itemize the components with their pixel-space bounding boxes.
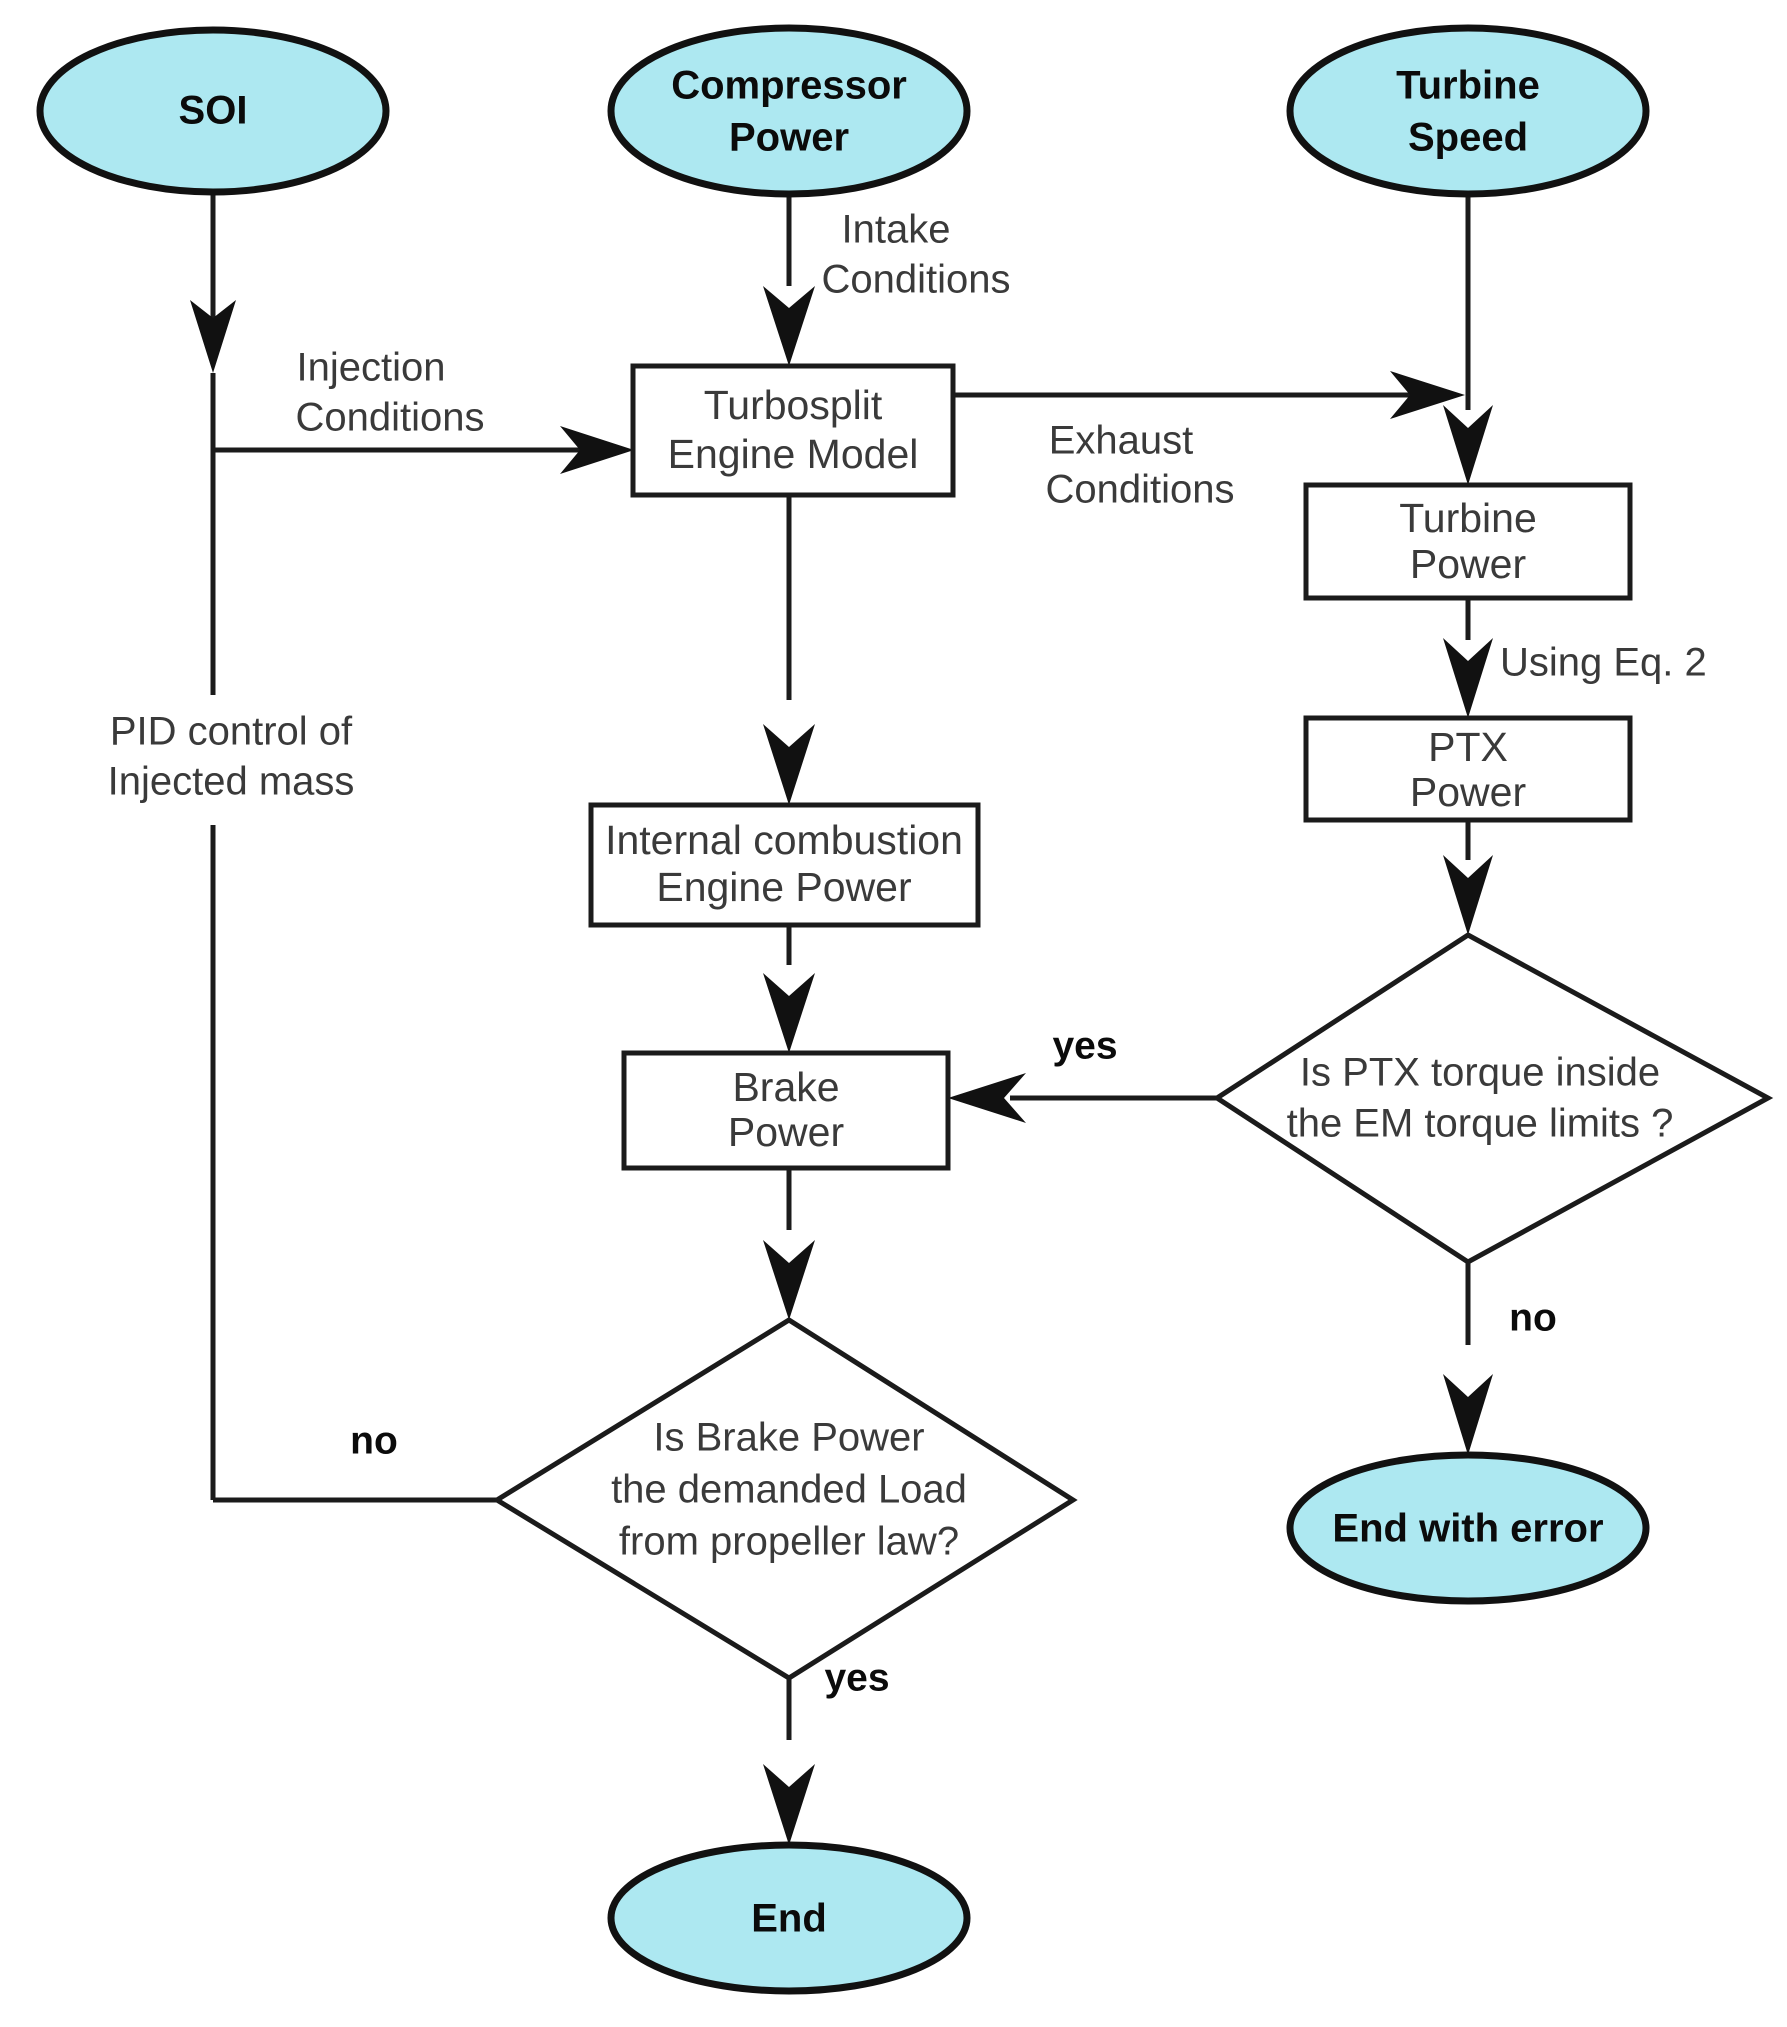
edge-label-exhaust-line1: Exhaust bbox=[1049, 419, 1194, 463]
node-ptx-power[interactable]: PTX Power bbox=[1303, 715, 1633, 823]
end-with-error-label: End with error bbox=[1332, 1507, 1603, 1551]
soi-ellipse bbox=[36, 26, 390, 196]
node-ice-power[interactable]: Internal combustion Engine Power bbox=[588, 802, 981, 928]
arrowhead-ice-to-brake bbox=[763, 973, 815, 1053]
arrowhead-turbine-to-ptx bbox=[1443, 638, 1493, 718]
arrowhead-ptx-no-down bbox=[1443, 1374, 1493, 1455]
brake-load-label-line1: Is Brake Power bbox=[653, 1416, 924, 1460]
compressor-power-label-line2: Power bbox=[729, 116, 849, 160]
node-turbosplit-engine-model[interactable]: Turbosplit Engine Model bbox=[630, 363, 956, 498]
brake-load-diamond bbox=[492, 1317, 1078, 1681]
end-with-error-ellipse bbox=[1286, 1451, 1650, 1605]
arrowhead-compressor-down bbox=[763, 286, 815, 366]
node-decision-brake-load[interactable]: Is Brake Power the demanded Load from pr… bbox=[492, 1317, 1078, 1681]
brake-power-box bbox=[621, 1050, 951, 1171]
ice-power-box bbox=[588, 802, 981, 928]
arrowhead-turbosplit-to-ice bbox=[763, 724, 815, 805]
node-turbine-speed[interactable]: Turbine Speed bbox=[1286, 24, 1650, 198]
edge-label-injection-line1: Injection bbox=[297, 346, 446, 390]
branch-label-brake-no: no bbox=[350, 1419, 398, 1462]
node-end[interactable]: End bbox=[607, 1841, 971, 1995]
node-soi[interactable]: SOI bbox=[36, 26, 390, 196]
edge-label-intake-line1: Intake bbox=[842, 208, 951, 252]
turbosplit-label-line1: Turbosplit bbox=[704, 382, 883, 428]
turbosplit-box bbox=[630, 363, 956, 498]
ptx-power-label-line2: Power bbox=[1410, 769, 1526, 815]
brake-load-label-line2: the demanded Load bbox=[611, 1468, 967, 1512]
arrowhead-exhaust-conditions bbox=[1390, 371, 1465, 419]
branch-label-ptx-yes: yes bbox=[1052, 1024, 1117, 1067]
ptx-power-box bbox=[1303, 715, 1633, 823]
arrowhead-ptx-to-decision bbox=[1443, 855, 1493, 935]
turbine-power-label-line2: Power bbox=[1410, 541, 1526, 587]
node-decision-ptx-torque[interactable]: Is PTX torque inside the EM torque limit… bbox=[1212, 932, 1774, 1265]
ptx-torque-diamond bbox=[1212, 932, 1774, 1265]
branch-label-brake-yes: yes bbox=[824, 1656, 889, 1699]
turbine-speed-label-line1: Turbine bbox=[1396, 64, 1540, 108]
brake-load-label-line3: from propeller law? bbox=[619, 1520, 959, 1564]
edge-label-pid-line2: Injected mass bbox=[108, 760, 355, 804]
edge-label-injection-line2: Conditions bbox=[295, 396, 484, 440]
ptx-torque-label-line2: the EM torque limits ? bbox=[1287, 1102, 1674, 1146]
edge-label-exhaust-line2: Conditions bbox=[1045, 468, 1234, 512]
ptx-torque-label-line1: Is PTX torque inside bbox=[1300, 1051, 1660, 1095]
end-ellipse bbox=[607, 1841, 971, 1995]
brake-power-label-line1: Brake bbox=[732, 1064, 839, 1110]
arrowhead-injection-to-turbosplit bbox=[560, 426, 634, 474]
compressor-power-ellipse bbox=[607, 24, 971, 198]
edge-label-pid-line1: PID control of bbox=[110, 710, 353, 754]
edge-label-using-eq2: Using Eq. 2 bbox=[1500, 641, 1707, 685]
arrowhead-brake-yes-down bbox=[763, 1764, 815, 1845]
node-compressor-power[interactable]: Compressor Power bbox=[607, 24, 971, 198]
ptx-power-label-line1: PTX bbox=[1428, 724, 1508, 770]
arrowhead-ptx-yes-to-brake bbox=[948, 1073, 1026, 1123]
edge-label-intake-line2: Conditions bbox=[821, 258, 1010, 302]
soi-label: SOI bbox=[179, 89, 248, 133]
node-brake-power[interactable]: Brake Power bbox=[621, 1050, 951, 1171]
arrowhead-brake-to-decision bbox=[763, 1240, 815, 1320]
compressor-power-label-line1: Compressor bbox=[671, 64, 907, 108]
arrowhead-soi-down bbox=[190, 300, 236, 373]
turbine-speed-ellipse bbox=[1286, 24, 1650, 198]
end-label: End bbox=[751, 1897, 827, 1941]
node-end-with-error[interactable]: End with error bbox=[1286, 1451, 1650, 1605]
turbosplit-label-line2: Engine Model bbox=[668, 431, 919, 477]
brake-power-label-line2: Power bbox=[728, 1109, 844, 1155]
branch-label-ptx-no: no bbox=[1509, 1296, 1557, 1339]
node-turbine-power[interactable]: Turbine Power bbox=[1303, 482, 1633, 601]
arrowhead-turbine-speed-down bbox=[1443, 405, 1493, 485]
turbine-power-box bbox=[1303, 482, 1633, 601]
turbine-speed-label-line2: Speed bbox=[1408, 116, 1528, 160]
turbine-power-label-line1: Turbine bbox=[1399, 495, 1537, 541]
ice-power-label-line2: Engine Power bbox=[656, 864, 911, 910]
ice-power-label-line1: Internal combustion bbox=[605, 817, 963, 863]
